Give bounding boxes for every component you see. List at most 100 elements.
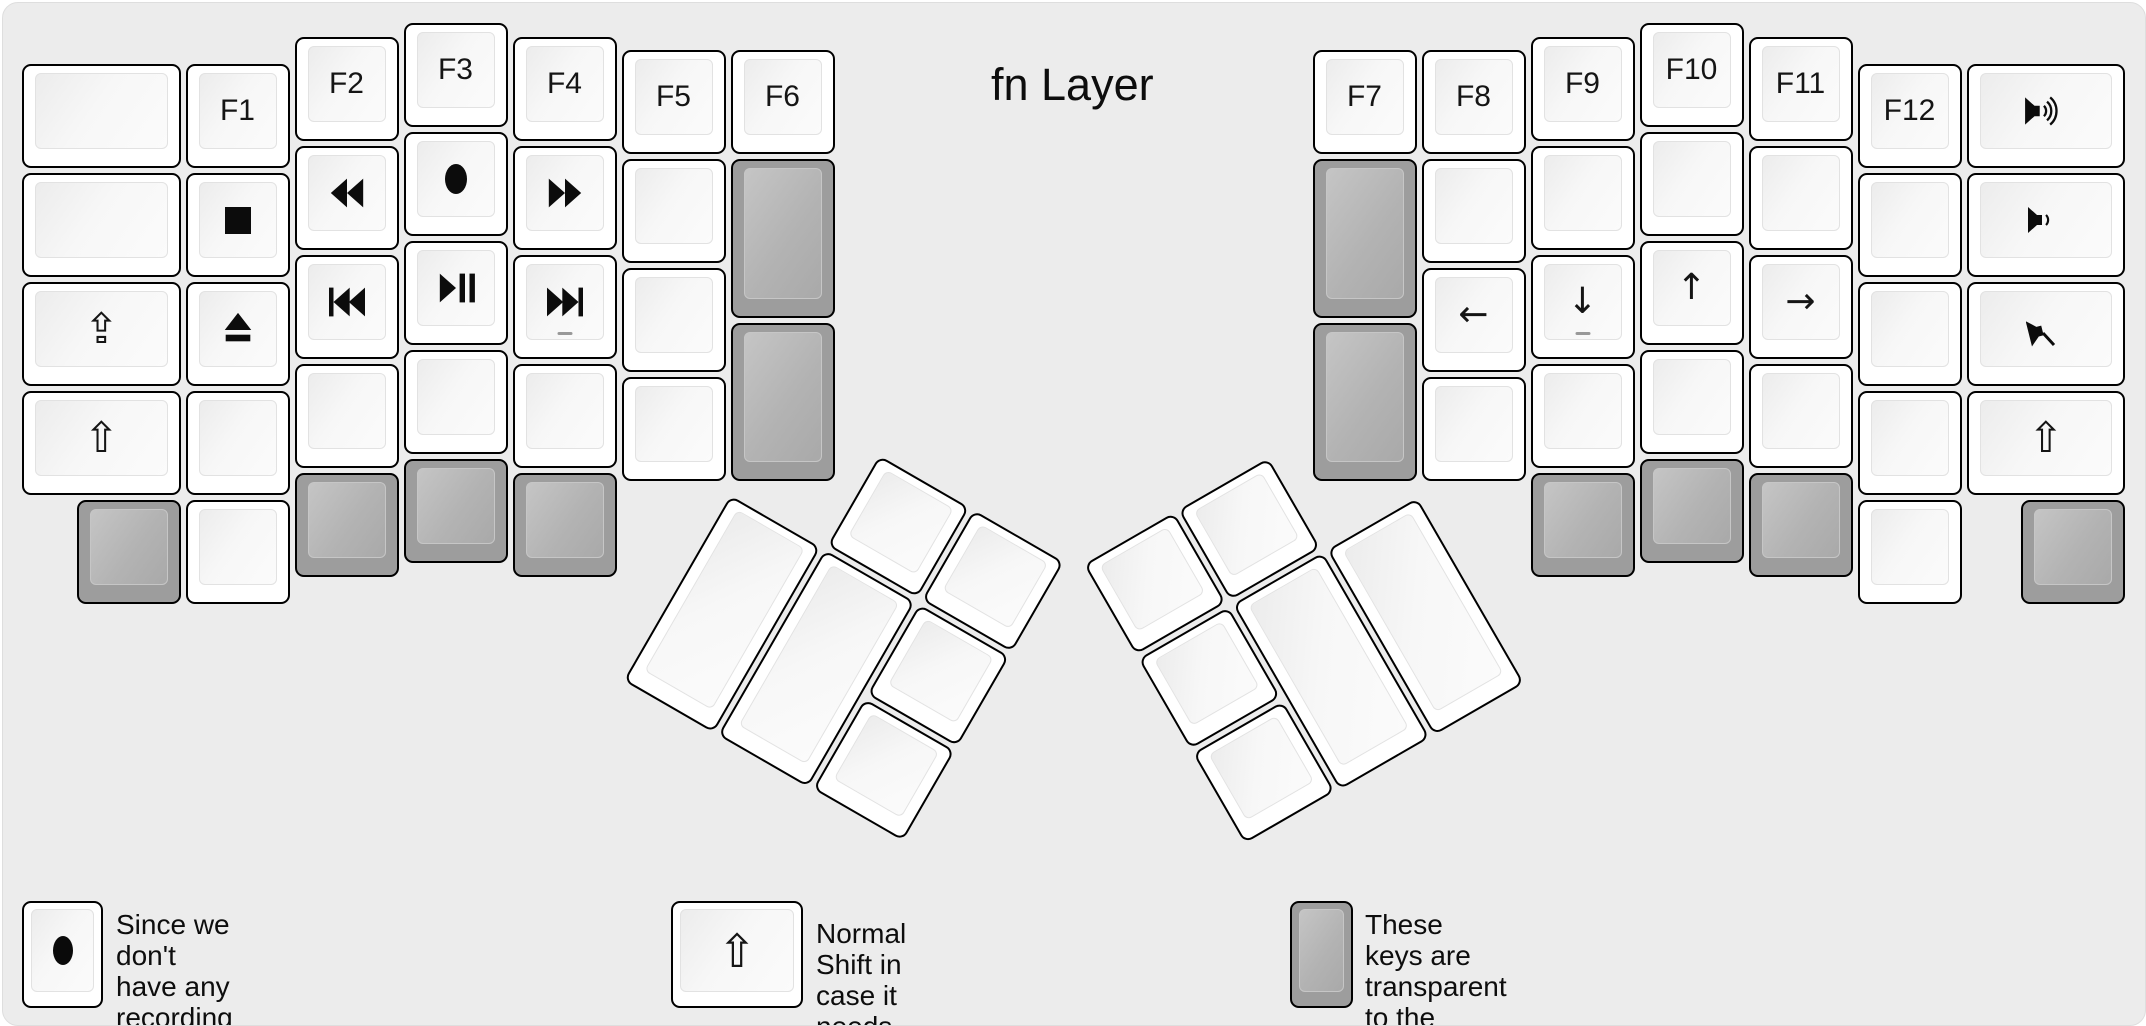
key-arrow-left-surface: ← <box>1434 277 1513 353</box>
key-transparent-r-b5-surface <box>2034 509 2112 585</box>
key-arrow-down[interactable]: ↓ <box>1530 254 1635 359</box>
key-play-pause[interactable] <box>403 241 508 345</box>
stop-icon <box>222 203 254 237</box>
key-blank-l-r2c1-surface <box>35 182 168 258</box>
key-eject[interactable] <box>185 282 290 386</box>
key-blank-l-r2c1[interactable] <box>22 173 181 277</box>
key-blank-r-r4c3[interactable] <box>1748 363 1853 468</box>
key-f10-surface: F10 <box>1652 32 1731 108</box>
key-f8[interactable]: F8 <box>1421 50 1526 154</box>
key-arrow-left[interactable]: ← <box>1421 268 1526 372</box>
legend-transparent-keys-line-1: These keys are transparent to the layout… <box>1365 909 1507 1026</box>
key-thumb-r-top1-surface <box>1099 526 1206 632</box>
key-transparent-r-inner2-surface <box>1325 331 1404 462</box>
key-blank-l-b2[interactable] <box>185 500 290 604</box>
key-media-select[interactable] <box>403 132 508 236</box>
key-f11-label: F11 <box>1775 66 1826 100</box>
key-blank-r-r4c6-surface <box>1434 386 1513 462</box>
key-f7[interactable]: F7 <box>1312 50 1417 154</box>
key-transparent-r-inner1[interactable] <box>1312 159 1417 318</box>
key-fast-forward[interactable] <box>512 145 617 250</box>
key-blank-l-r3c6[interactable] <box>621 268 726 372</box>
key-blank-l-r4c2[interactable] <box>185 391 290 495</box>
key-next-track[interactable] <box>512 254 617 359</box>
key-f10[interactable]: F10 <box>1639 23 1744 127</box>
key-prev-track[interactable] <box>294 254 399 359</box>
key-blank-l-r4c6[interactable] <box>621 377 726 481</box>
key-blank-l-r4c6-surface <box>634 386 713 462</box>
key-blank-l-r3c6-surface <box>634 277 713 353</box>
key-f1-label: F1 <box>219 94 255 127</box>
key-blank-l-r4c4[interactable] <box>403 350 508 454</box>
key-transparent-l-inner1-surface <box>743 168 822 299</box>
key-blank-l-r1c1[interactable] <box>22 64 181 168</box>
key-blank-r-r2c4[interactable] <box>1639 132 1744 236</box>
key-blank-r-r2c5[interactable] <box>1530 145 1635 250</box>
key-blank-r-r4c6[interactable] <box>1421 377 1526 481</box>
key-f6[interactable]: F6 <box>730 50 835 154</box>
legend-media-select-line-1: Since we don't have any recording <box>116 909 233 1026</box>
key-transparent-r-b3[interactable] <box>1748 472 1853 577</box>
key-blank-l-b2-surface <box>198 509 277 585</box>
key-shift-left-surface: ⇧ <box>35 400 168 476</box>
key-f3[interactable]: F3 <box>403 23 508 127</box>
key-rewind[interactable] <box>294 145 399 250</box>
key-volume-down[interactable] <box>1966 173 2125 277</box>
key-shift-right[interactable]: ⇧ <box>1966 391 2125 495</box>
key-blank-r-r3c2[interactable] <box>1857 282 1962 386</box>
fast-forward-icon <box>542 175 588 211</box>
key-arrow-right[interactable]: → <box>1748 254 1853 359</box>
key-volume-down-surface <box>1979 182 2112 258</box>
key-blank-r-r2c3[interactable] <box>1748 145 1853 250</box>
key-transparent-r-b5[interactable] <box>2021 500 2125 604</box>
key-f1[interactable]: F1 <box>185 64 290 168</box>
key-f4[interactable]: F4 <box>512 36 617 141</box>
key-blank-r-b4[interactable] <box>1857 500 1962 604</box>
key-mute[interactable] <box>1966 282 2125 386</box>
key-blank-r-r2c5-surface <box>1543 154 1622 231</box>
key-blank-l-r4c2-surface <box>198 400 277 476</box>
key-f9-label: F9 <box>1564 66 1600 100</box>
key-transparent-r-inner2[interactable] <box>1312 322 1417 481</box>
key-transparent-r-b2[interactable] <box>1639 459 1744 563</box>
key-transparent-r-b3-surface <box>1761 481 1840 558</box>
key-media-select-surface <box>416 141 495 217</box>
key-blank-l-r4c5[interactable] <box>512 363 617 468</box>
key-arrow-up[interactable]: ↑ <box>1639 241 1744 345</box>
key-f6-surface: F6 <box>743 59 822 135</box>
key-transparent-l-b3-surface <box>307 481 386 558</box>
key-blank-r-r4c2[interactable] <box>1857 391 1962 495</box>
key-blank-r-r4c5[interactable] <box>1530 363 1635 468</box>
key-blank-r-r2c6[interactable] <box>1421 159 1526 263</box>
key-volume-up[interactable] <box>1966 64 2125 168</box>
key-transparent-l-inner1[interactable] <box>730 159 835 318</box>
key-caps-lock[interactable]: ⇪ <box>22 282 181 386</box>
key-blank-r-r2c2[interactable] <box>1857 173 1962 277</box>
key-blank-r-r4c4[interactable] <box>1639 350 1744 454</box>
key-f12[interactable]: F12 <box>1857 64 1962 168</box>
key-blank-l-r4c3[interactable] <box>294 363 399 468</box>
key-transparent-l-inner2[interactable] <box>730 322 835 481</box>
key-f9[interactable]: F9 <box>1530 36 1635 141</box>
key-thumb-r-mid-surface <box>1154 621 1260 727</box>
key-caps-lock-glyph: ⇪ <box>83 304 119 353</box>
key-shift-left[interactable]: ⇧ <box>22 391 181 495</box>
key-transparent-r-b1[interactable] <box>1530 472 1635 577</box>
key-prev-track-surface <box>307 263 386 340</box>
record-dot-icon <box>52 936 73 965</box>
key-transparent-l-b4[interactable] <box>403 459 508 563</box>
key-f2[interactable]: F2 <box>294 36 399 141</box>
key-f11[interactable]: F11 <box>1748 36 1853 141</box>
key-stop[interactable] <box>185 173 290 277</box>
key-rewind-surface <box>307 154 386 231</box>
key-transparent-l-b5[interactable] <box>512 472 617 577</box>
key-fast-forward-surface <box>525 154 604 231</box>
key-blank-l-r1c1-surface <box>35 73 168 149</box>
key-blank-r-r4c2-surface <box>1870 400 1949 476</box>
eject-icon <box>219 311 257 347</box>
key-blank-l-r2c6[interactable] <box>621 159 726 263</box>
key-f5[interactable]: F5 <box>621 50 726 154</box>
key-transparent-l-b1[interactable] <box>76 500 181 604</box>
key-arrow-right-glyph: → <box>1785 280 1816 322</box>
key-transparent-l-b3[interactable] <box>294 472 399 577</box>
